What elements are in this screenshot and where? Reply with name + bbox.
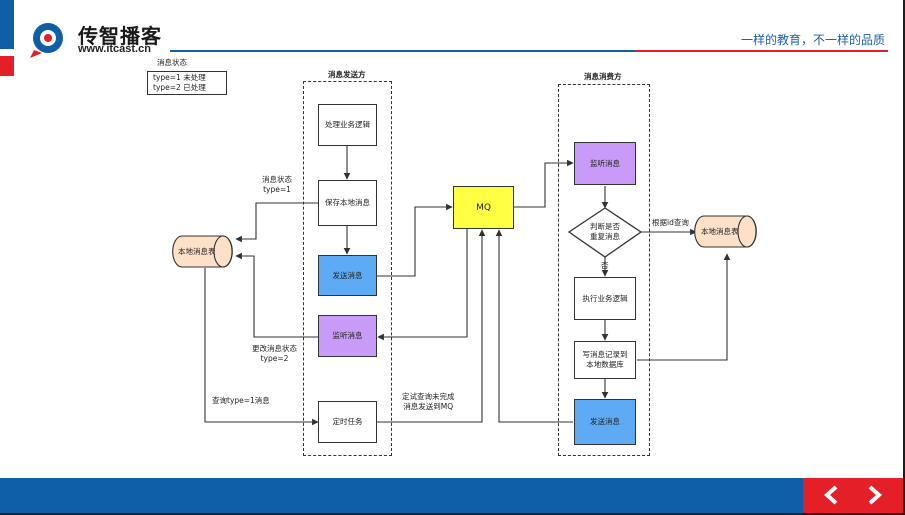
legend-line-2: type=2 已处理 — [153, 83, 206, 92]
header-divider-blue — [170, 50, 636, 52]
left-table-label: 本地消息表 — [178, 247, 216, 256]
consumer-send-box: 发送消息 — [574, 399, 636, 445]
mq-box: MQ — [453, 186, 514, 229]
edge-label-update-status-b: type=2 — [260, 354, 289, 363]
timer-task-box: 定时任务 — [318, 401, 377, 443]
header-divider-red — [636, 50, 888, 52]
edge-label-query-type1: 查询type=1消息 — [212, 396, 270, 405]
left-accent-bar — [0, 0, 14, 49]
consumer-frame — [558, 84, 650, 456]
duplicate-check-label: 判断是否 重复消息 — [585, 222, 625, 242]
edge-label-timer-retry-b: 消息发送到MQ — [403, 402, 454, 411]
left-accent-red — [0, 56, 14, 76]
sender-frame — [303, 81, 392, 456]
write-record-box: 写消息记录到 本地数据库 — [574, 341, 636, 379]
duplicate-check-diamond — [567, 207, 643, 258]
send-msg-box: 发送消息 — [318, 255, 377, 296]
edge-label-update-status-a: 更改消息状态 — [252, 344, 297, 353]
process-logic-box: 处理业务逻辑 — [318, 104, 377, 146]
slogan: 一样的教育，不一样的品质 — [740, 33, 885, 47]
consumer-title: 消息消费方 — [584, 72, 622, 81]
consumer-listen-box: 监听消息 — [574, 142, 636, 185]
footer-nav-panel — [803, 478, 903, 513]
logo-url: www.itcast.cn — [78, 43, 151, 55]
logo-icon — [30, 23, 63, 58]
duplicate-check-line-2: 重复消息 — [590, 232, 620, 241]
next-button[interactable] — [860, 480, 890, 510]
legend-line-1: type=1 未处理 — [153, 73, 206, 82]
edge-label-status-type1-b: type=1 — [263, 185, 291, 194]
logo-name: 传智播客 — [78, 24, 162, 48]
listen-msg-box: 监听消息 — [318, 315, 377, 357]
edge-label-timer-retry: 定试查询未完成 消息发送到MQ — [402, 392, 455, 412]
edge-label-status-type1: 消息状态 type=1 — [262, 175, 292, 195]
prev-button[interactable] — [816, 480, 846, 510]
right-db-cylinder — [694, 215, 757, 248]
save-local-box: 保存本地消息 — [318, 180, 377, 226]
duplicate-check-line-1: 判断是否 — [590, 222, 620, 231]
footer-bar — [0, 478, 803, 513]
legend-title: 消息状态 — [157, 58, 187, 67]
write-record-line-1: 写消息记录到 — [582, 350, 628, 359]
legend-box: type=1 未处理 type=2 已处理 — [147, 71, 227, 95]
edge-label-update-status: 更改消息状态 type=2 — [252, 344, 297, 364]
edge-label-timer-retry-a: 定试查询未完成 — [402, 392, 455, 401]
chevron-left-icon — [823, 485, 838, 505]
write-record-line-2: 本地数据库 — [586, 360, 624, 369]
sender-title: 消息发送方 — [328, 70, 366, 79]
exec-logic-box: 执行业务逻辑 — [574, 277, 636, 320]
edge-label-query-by-id: 根据id查询 — [652, 218, 689, 227]
right-table-label: 本地消息表 — [701, 227, 739, 236]
no-branch-label: 否 — [601, 261, 609, 270]
chevron-right-icon — [868, 485, 883, 505]
left-db-cylinder — [172, 235, 233, 268]
edge-label-status-type1-a: 消息状态 — [262, 175, 292, 184]
